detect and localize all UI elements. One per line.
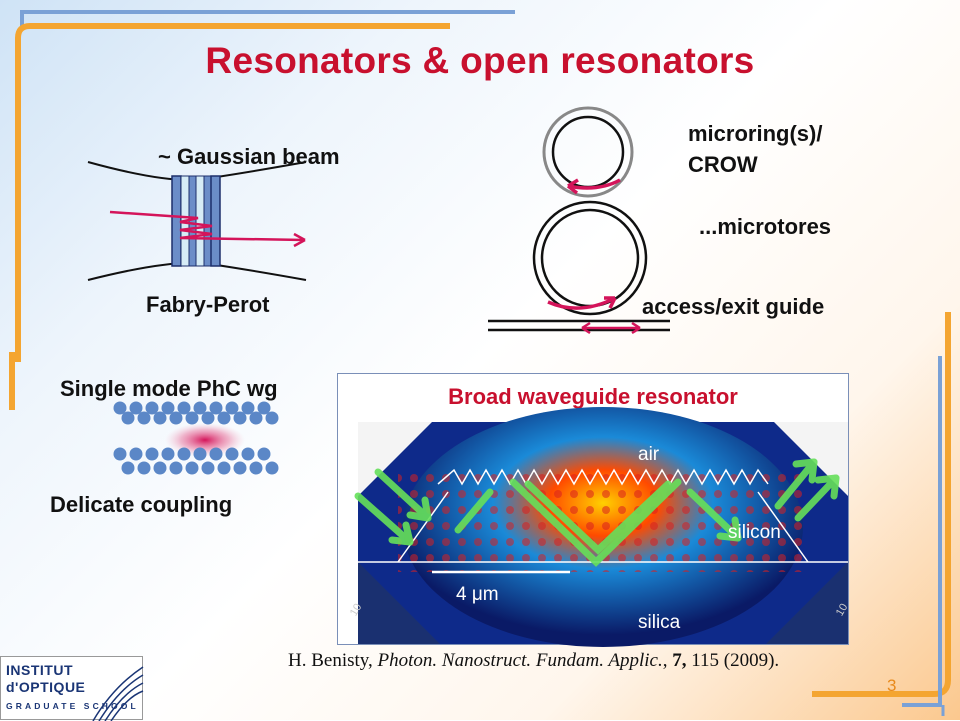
broad-waveguide-title: Broad waveguide resonator xyxy=(448,384,738,409)
phc-hole xyxy=(121,411,135,425)
phc-hole xyxy=(153,461,167,475)
phc-hole xyxy=(153,411,167,425)
broad-waveguide-panel: Broad waveguide resonator xyxy=(337,373,850,647)
fabry-perot-label: Fabry-Perot xyxy=(146,292,270,317)
citation-author: H. Benisty, xyxy=(288,650,373,671)
phc-hole xyxy=(177,447,191,461)
phc-hole xyxy=(209,401,223,415)
phc-hole xyxy=(233,411,247,425)
gaussian-beam-label: ~ Gaussian beam xyxy=(158,144,340,169)
scale-bar-label: 4 μm xyxy=(456,584,499,605)
access-guide-label: access/exit guide xyxy=(642,294,825,319)
phc-hole xyxy=(241,401,255,415)
phc-hole xyxy=(177,401,191,415)
citation-volume: 7, xyxy=(672,650,687,671)
phc-hole xyxy=(249,461,263,475)
phc-hole xyxy=(257,401,271,415)
phc-hole xyxy=(225,447,239,461)
microtores-label: ...microtores xyxy=(699,214,832,239)
phc-hole xyxy=(129,401,143,415)
phc-hole xyxy=(241,447,255,461)
phc-hole xyxy=(265,461,279,475)
institut-optique-logo: INSTITUT d'OPTIQUE GRADUATE SCHOOL xyxy=(0,656,144,721)
phc-hole xyxy=(193,401,207,415)
page-number: 3 xyxy=(887,676,897,695)
phc-hole xyxy=(113,447,127,461)
phc-label: Single mode PhC wg xyxy=(60,376,278,401)
citation-pages: 115 (2009). xyxy=(691,650,780,671)
field-simulation-image: air silicon silica 4 μm 10 10 xyxy=(348,407,850,647)
delicate-coupling-label: Delicate coupling xyxy=(50,492,233,517)
logo-line-1: INSTITUT xyxy=(6,662,73,678)
phc-hole xyxy=(185,461,199,475)
slide-title: Resonators & open resonators xyxy=(205,40,755,81)
logo-line-2: d'OPTIQUE xyxy=(6,679,86,695)
microring-label: microring(s)/ CROW xyxy=(688,121,823,177)
phc-hole xyxy=(129,447,143,461)
silicon-label: silicon xyxy=(728,522,781,543)
silica-label: silica xyxy=(638,612,681,633)
phc-hole xyxy=(193,447,207,461)
phc-hole xyxy=(225,401,239,415)
phc-hole xyxy=(161,447,175,461)
phc-hole xyxy=(137,411,151,425)
fabry-perot-diagram xyxy=(87,161,307,281)
phc-hole xyxy=(201,411,215,425)
phc-hole xyxy=(121,461,135,475)
phc-waveguide-diagram xyxy=(113,401,279,475)
phc-hole xyxy=(145,447,159,461)
phc-hole xyxy=(249,411,263,425)
phc-hole xyxy=(217,461,231,475)
phc-hole xyxy=(169,411,183,425)
microring-diagram xyxy=(488,106,670,335)
air-label: air xyxy=(638,444,660,465)
phc-hole xyxy=(201,461,215,475)
phc-hole xyxy=(137,461,151,475)
phc-hole xyxy=(257,447,271,461)
citation: H. Benisty, Photon. Nanostruct. Fundam. … xyxy=(288,650,780,671)
phc-hole xyxy=(161,401,175,415)
citation-journal: Photon. Nanostruct. Fundam. Applic. xyxy=(377,650,663,671)
phc-hole xyxy=(265,411,279,425)
phc-hole xyxy=(113,401,127,415)
field-simulation-graphic xyxy=(354,407,848,647)
phc-hole xyxy=(185,411,199,425)
logo-line-3: GRADUATE SCHOOL xyxy=(6,701,139,711)
phc-hole xyxy=(169,461,183,475)
phc-hole xyxy=(145,401,159,415)
logo-graphic xyxy=(92,666,144,721)
phc-hole xyxy=(209,447,223,461)
phc-hole xyxy=(233,461,247,475)
phc-hole xyxy=(217,411,231,425)
